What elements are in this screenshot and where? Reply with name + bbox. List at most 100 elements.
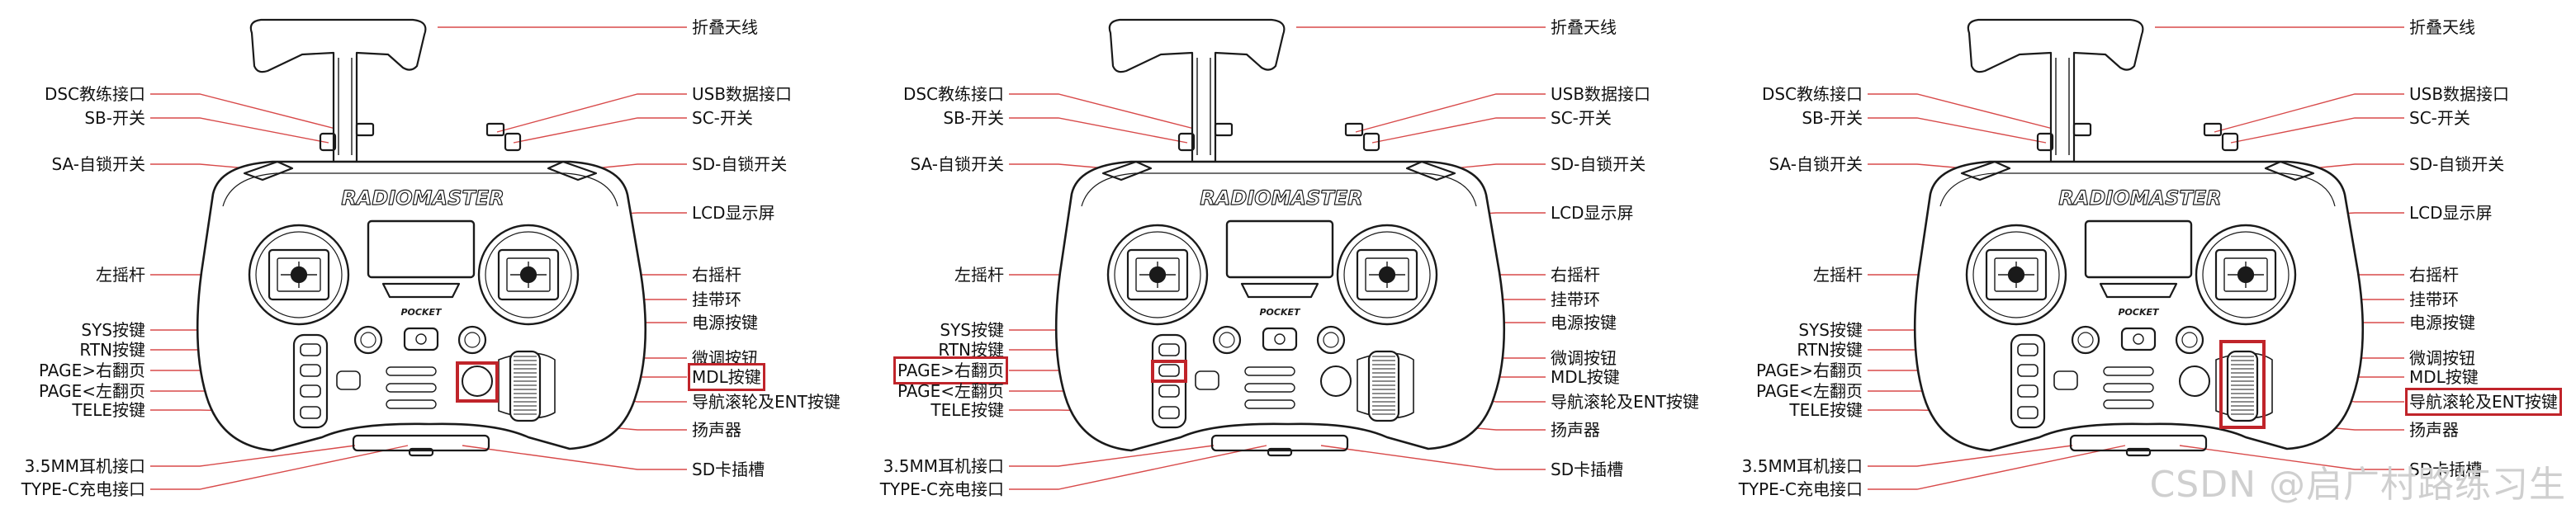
model-logo: POCKET [400,307,443,318]
dsc-port [357,124,373,135]
label-trim: 微调按钮 [2409,348,2475,368]
dsc-port [2074,124,2091,135]
label-sb: SB-开关 [1802,108,1863,128]
leader-sc [2231,118,2404,143]
label-trim: 微调按钮 [692,348,758,368]
lcd-screen [368,221,474,277]
label-sa: SA-自锁开关 [910,154,1004,174]
radio-transmitter: RADIOMASTER POCKET [1915,20,2363,455]
label-strap-ring: 挂带环 [2409,290,2459,309]
label-power-button: 电源按键 [692,313,758,332]
right-stick-gimbal [479,225,578,324]
radio-transmitter: RADIOMASTER POCKET [1056,20,1504,455]
label-sa: SA-自锁开关 [51,154,145,174]
label-power-button: 电源按键 [2409,313,2475,332]
label-nav: 导航滚轮及ENT按键 [2409,392,2558,412]
diagram-panel-1: RADIOMASTER POCKET 折叠天线 DSC教练接口 USB数据接口 SB-开关… [0,0,859,514]
label-sys: SYS按键 [940,320,1004,340]
label-mdl: MDL按键 [2409,367,2479,387]
label-left-stick: 左摇杆 [954,265,1004,285]
right-stick-gimbal [1338,225,1437,324]
label-dsc: DSC教练接口 [903,84,1004,104]
leader-usb [1356,94,1546,132]
label-sd: SD-自锁开关 [2409,154,2504,174]
label-sys: SYS按键 [1798,320,1863,340]
label-sd: SD-自锁开关 [692,154,787,174]
left-stick-gimbal [1967,225,2066,324]
label-usb: USB数据接口 [1551,84,1650,104]
label-rtn: RTN按键 [938,340,1004,360]
leader-sb [150,118,329,143]
label-page-left: PAGE<左翻页 [39,381,145,401]
label-mdl: MDL按键 [692,367,761,387]
leader-dsc [1868,94,2066,132]
label-dsc: DSC教练接口 [1762,84,1863,104]
label-speaker: 扬声器 [692,420,741,440]
usb-port [487,124,504,135]
label-page-right: PAGE>右翻页 [39,361,145,380]
label-rtn: RTN按键 [79,340,145,360]
label-usb: USB数据接口 [692,84,792,104]
label-power-button: 电源按键 [1551,313,1617,332]
lcd-screen [2086,221,2191,277]
label-left-stick: 左摇杆 [96,265,145,285]
label-nav: 导航滚轮及ENT按键 [1551,392,1699,412]
leader-sc [514,118,687,143]
label-sd-slot: SD卡插槽 [1551,460,1623,479]
label-sys: SYS按键 [81,320,145,340]
usb-port [2204,124,2221,135]
label-sc: SC-开关 [692,108,753,128]
label-lcd: LCD显示屏 [1551,203,1634,223]
watermark: CSDN @启广村路练习生 [2150,455,2566,507]
right-stick-gimbal [2196,225,2295,324]
label-fold-antenna: 折叠天线 [2409,17,2475,37]
label-sb: SB-开关 [84,108,145,128]
usb-port [1346,124,1362,135]
leader-usb [2214,94,2404,132]
label-sd: SD-自锁开关 [1551,154,1646,174]
label-right-stick: 右摇杆 [2409,265,2459,285]
label-dsc: DSC教练接口 [45,84,145,104]
radio-transmitter: RADIOMASTER POCKET [197,20,646,455]
label-speaker: 扬声器 [2409,420,2459,440]
model-logo: POCKET [1259,307,1301,318]
left-stick-gimbal [249,225,348,324]
leader-sb [1009,118,1187,143]
brand-logo: RADIOMASTER [341,186,504,210]
brand-logo: RADIOMASTER [2058,186,2221,210]
label-sd-slot: SD卡插槽 [692,460,765,479]
leader-dsc [150,94,348,132]
label-tele: TELE按键 [1789,400,1863,420]
leader-sb [1868,118,2046,143]
diagram-panel-3: RADIOMASTER POCKET 折叠天线 DSC教练接口 USB数据接口 SB-开关… [1717,0,2576,514]
label-mdl: MDL按键 [1551,367,1620,387]
label-fold-antenna: 折叠天线 [692,17,758,37]
leader-dsc [1009,94,1207,132]
label-strap-ring: 挂带环 [692,290,741,309]
label-tele: TELE按键 [72,400,145,420]
label-sb: SB-开关 [943,108,1004,128]
leader-typec [1009,446,1267,489]
label-typec: TYPE-C充电接口 [880,479,1004,499]
label-jack: 3.5MM耳机接口 [883,456,1004,476]
leader-sc [1372,118,1546,143]
leader-typec [1868,446,2125,489]
label-right-stick: 右摇杆 [692,265,741,285]
label-rtn: RTN按键 [1797,340,1863,360]
label-jack: 3.5MM耳机接口 [25,456,145,476]
brand-logo: RADIOMASTER [1200,186,1362,210]
leader-typec [150,446,408,489]
label-sa: SA-自锁开关 [1769,154,1863,174]
label-page-right: PAGE>右翻页 [897,361,1004,380]
label-jack: 3.5MM耳机接口 [1742,456,1863,476]
label-fold-antenna: 折叠天线 [1551,17,1617,37]
leader-usb [497,94,687,132]
label-right-stick: 右摇杆 [1551,265,1600,285]
lcd-screen [1227,221,1333,277]
label-lcd: LCD显示屏 [692,203,775,223]
label-typec: TYPE-C充电接口 [21,479,145,499]
model-logo: POCKET [2118,307,2160,318]
label-page-left: PAGE<左翻页 [897,381,1004,401]
label-usb: USB数据接口 [2409,84,2509,104]
diagram-panel-2: RADIOMASTER POCKET 折叠天线 DSC教练接口 USB数据接口 SB-开关… [859,0,1717,514]
